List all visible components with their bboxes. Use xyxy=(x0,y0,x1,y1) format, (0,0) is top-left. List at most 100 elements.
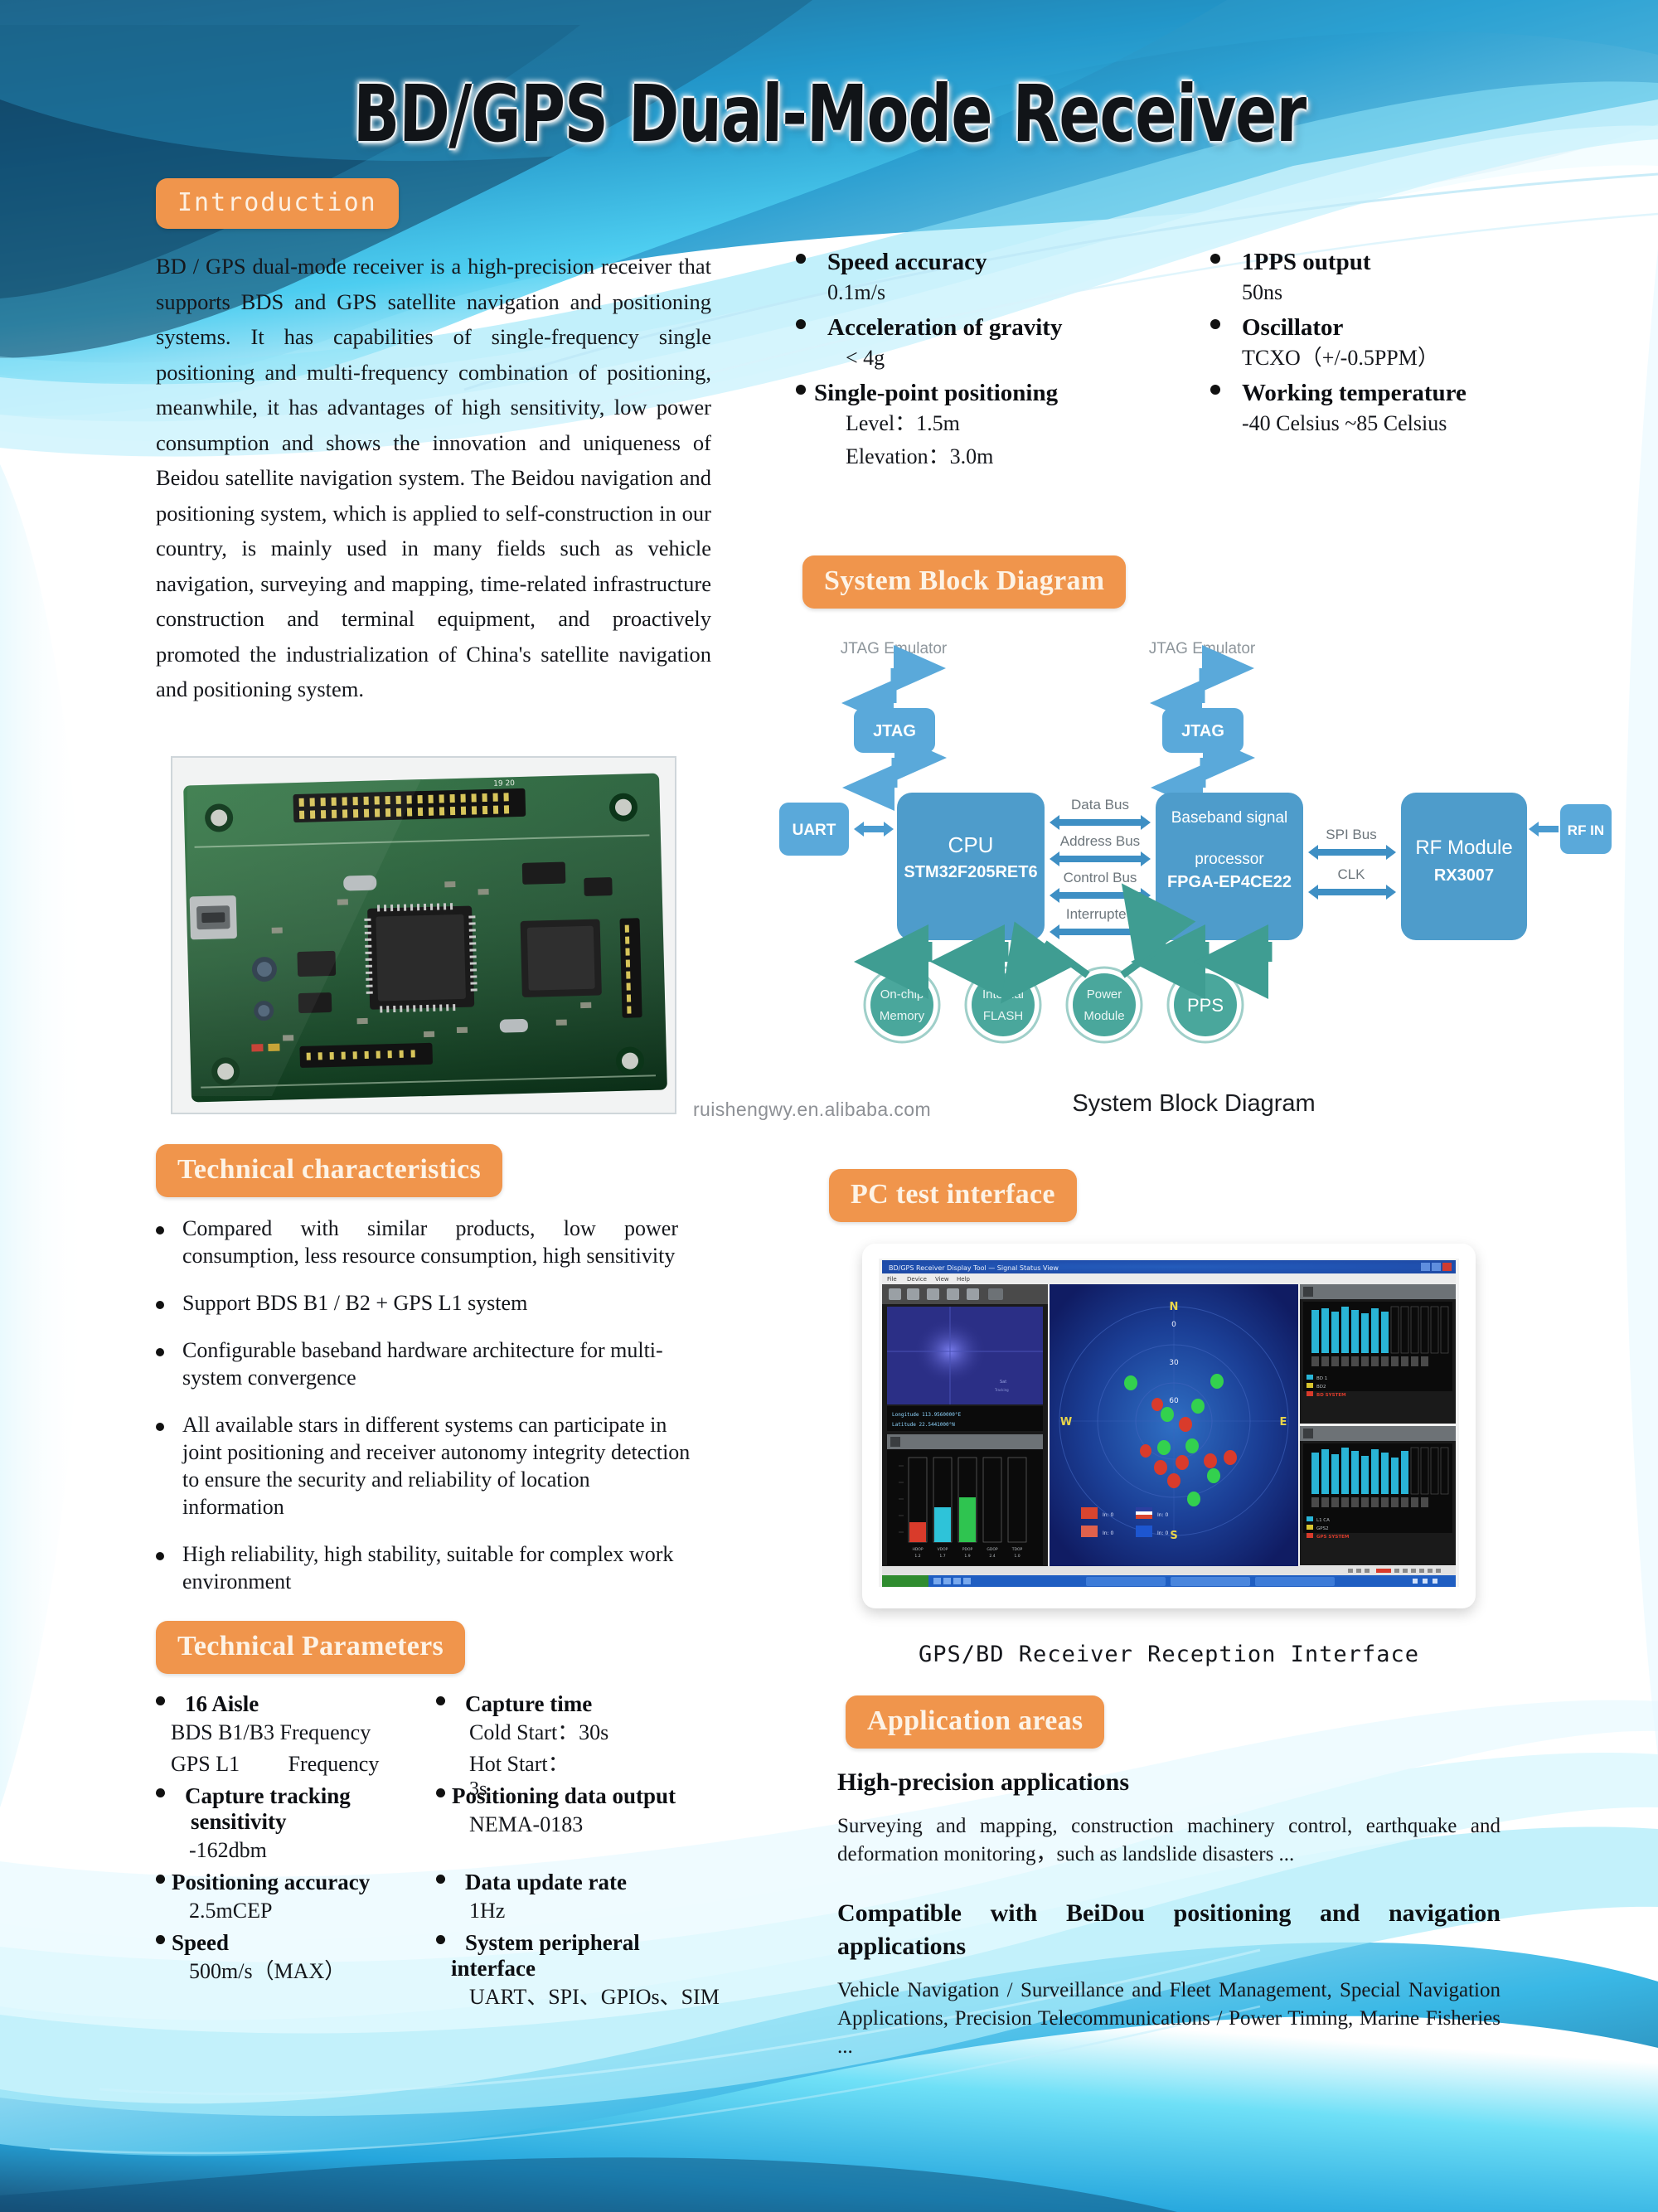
bullet-dot-icon xyxy=(436,1935,445,1944)
section-tag-pc-test-interface: PC test interface xyxy=(829,1169,1077,1222)
rf-in-label: RF IN xyxy=(1568,822,1604,838)
rf-module-label-line2: RX3007 xyxy=(1434,866,1494,885)
svg-text:TDOP: TDOP xyxy=(1011,1547,1023,1552)
spec-title-text: Acceleration of gravity xyxy=(827,314,1063,341)
pc-software-window: BD/GPS Receiver Display Tool — Signal St… xyxy=(879,1259,1459,1587)
spec-oscillator: Oscillator TCXO（+/-0.5PPM） xyxy=(1210,314,1617,375)
svg-text:PDOP: PDOP xyxy=(962,1547,973,1552)
pcb-illustration: 19 20 xyxy=(172,758,675,1113)
spec-value-elevation: Elevation：3.0m xyxy=(846,444,994,468)
introduction-paragraph: BD / GPS dual-mode receiver is a high-pr… xyxy=(156,254,711,701)
technical-parameters-tag-row: Technical Parameters xyxy=(156,1621,466,1674)
list-item: Configurable baseband hardware architect… xyxy=(156,1336,695,1391)
technical-parameters-grid: 16 Aisle BDS B1/B3 Frequency GPS L1 Freq… xyxy=(156,1691,769,2016)
svg-text:In: 0: In: 0 xyxy=(1157,1530,1169,1536)
param-16-aisle: 16 Aisle BDS B1/B3 Frequency GPS L1 Freq… xyxy=(156,1691,436,1780)
section-tag-system-block-diagram: System Block Diagram xyxy=(802,555,1127,609)
list-item-text: All available stars in different systems… xyxy=(182,1413,691,1519)
page-title: BD/GPS Dual-Mode Receiver xyxy=(351,68,1307,161)
svg-text:In: 0: In: 0 xyxy=(1103,1512,1114,1518)
param-title: Positioning data output xyxy=(436,1783,769,1809)
section-tag-technical-parameters: Technical Parameters xyxy=(156,1621,466,1674)
uart-label: UART xyxy=(793,822,836,839)
svg-text:File: File xyxy=(887,1276,897,1283)
spec-1pps-output: 1PPS output 50ns xyxy=(1210,249,1617,309)
spec-acceleration-of-gravity: Acceleration of gravity < 4g xyxy=(796,314,1210,375)
param-value: 500m/s（MAX） xyxy=(189,1959,347,1983)
param-title: Data update rate xyxy=(436,1870,769,1895)
spec-title-text: Oscillator xyxy=(1242,314,1344,341)
param-title: Speed xyxy=(156,1930,436,1956)
system-block-diagram-caption: System Block Diagram xyxy=(1072,1090,1316,1117)
spec-speed-accuracy: Speed accuracy 0.1m/s xyxy=(796,249,1210,309)
jtag-right-label: JTAG xyxy=(1181,722,1224,740)
elevation-ring-60: 60 xyxy=(1169,1397,1179,1405)
svg-text:BD2: BD2 xyxy=(1316,1385,1326,1390)
param-title: Positioning accuracy xyxy=(156,1870,436,1895)
bullet-dot-icon xyxy=(1210,254,1220,264)
svg-text:View: View xyxy=(935,1276,949,1283)
param-title-text: Speed xyxy=(172,1930,230,1955)
svg-text:1.9: 1.9 xyxy=(964,1554,970,1559)
svg-text:Tracking: Tracking xyxy=(994,1388,1009,1392)
param-title-text: Positioning data output xyxy=(452,1783,676,1808)
bullet-dot-icon xyxy=(796,385,806,395)
svg-text:L1 CA: L1 CA xyxy=(1316,1518,1330,1523)
rf-module-label-line1: RF Module xyxy=(1415,837,1512,859)
pc-test-interface-tag-row: PC test interface xyxy=(829,1169,1077,1222)
system-block-diagram: JTAG Emulator JTAG Emulator JTAG JTAG UA… xyxy=(771,630,1617,1061)
bullet-dot-icon xyxy=(436,1696,445,1705)
bus-label-clk: CLK xyxy=(1337,866,1365,882)
bullet-dot-icon xyxy=(156,1301,164,1309)
spec-title-text: Working temperature xyxy=(1242,380,1467,406)
node-internal-flash: Internal FLASH xyxy=(964,966,1042,1044)
param-title-text: System peripheral xyxy=(465,1930,640,1955)
param-system-peripheral-interface: System peripheral interface UART、SPI、GPI… xyxy=(436,1930,769,2013)
param-title-text: Capture time xyxy=(465,1691,593,1716)
system-block-diagram-tag-row: System Block Diagram xyxy=(802,555,1127,609)
bullet-dot-icon xyxy=(796,254,806,264)
param-data-update-rate: Data update rate 1Hz xyxy=(436,1870,769,1927)
svg-text:On-chip: On-chip xyxy=(880,987,924,1002)
elevation-ring-30: 30 xyxy=(1169,1359,1179,1367)
spec-value: TCXO（+/-0.5PPM） xyxy=(1242,346,1439,370)
bullet-dot-icon xyxy=(1210,385,1220,395)
node-on-chip-memory: On-chip Memory xyxy=(863,966,941,1044)
spec-value: < 4g xyxy=(846,346,885,370)
list-item-text: Configurable baseband hardware architect… xyxy=(182,1338,663,1390)
bullet-dot-icon xyxy=(156,1875,165,1884)
compass-south: S xyxy=(1170,1530,1177,1542)
svg-text:In: 0: In: 0 xyxy=(1157,1512,1169,1518)
param-title: System peripheral xyxy=(436,1930,769,1956)
list-item: All available stars in different systems… xyxy=(156,1411,695,1521)
bus-label-spi: SPI Bus xyxy=(1326,827,1376,842)
bullet-dot-icon xyxy=(156,1788,165,1797)
spec-value: -40 Celsius ~85 Celsius xyxy=(1242,411,1447,435)
spec-single-point-positioning: Single-point positioning Level：1.5m Elev… xyxy=(796,380,1210,473)
spec-working-temperature: Working temperature -40 Celsius ~85 Cels… xyxy=(1210,380,1617,473)
param-value: GPS L1 Frequency xyxy=(171,1752,380,1776)
bus-label-control: Control Bus xyxy=(1064,870,1137,885)
param-value-hot-start: Hot Start： xyxy=(469,1752,570,1776)
spec-value: 50ns xyxy=(1242,280,1283,304)
application-areas-tag-row: Application areas xyxy=(846,1695,1105,1749)
bus-label-interrupted: Interrupted xyxy=(1066,906,1134,922)
spec-title: 1PPS output xyxy=(1210,249,1617,276)
param-title-text: Positioning accuracy xyxy=(172,1870,371,1894)
param-title-text-line2: sensitivity xyxy=(191,1809,287,1834)
bus-label-data: Data Bus xyxy=(1071,797,1129,813)
param-speed: Speed 500m/s（MAX） xyxy=(156,1930,436,2013)
svg-text:Sat: Sat xyxy=(1000,1380,1006,1385)
svg-text:HDOP: HDOP xyxy=(912,1547,923,1552)
param-positioning-data-output: Positioning data output NEMA-0183 xyxy=(436,1783,769,1866)
param-title: 16 Aisle xyxy=(156,1691,436,1717)
bullet-dot-icon xyxy=(156,1348,164,1356)
spec-title-text: 1PPS output xyxy=(1242,249,1371,275)
svg-text:Module: Module xyxy=(1084,1009,1124,1023)
bus-label-address: Address Bus xyxy=(1060,833,1140,849)
cpu-label-line1: CPU xyxy=(948,832,994,857)
svg-text:2.4: 2.4 xyxy=(989,1554,995,1559)
watermark-text: ruishengwy.en.alibaba.com xyxy=(693,1099,932,1120)
list-item-text: Support BDS B1 / B2 + GPS L1 system xyxy=(182,1291,528,1315)
